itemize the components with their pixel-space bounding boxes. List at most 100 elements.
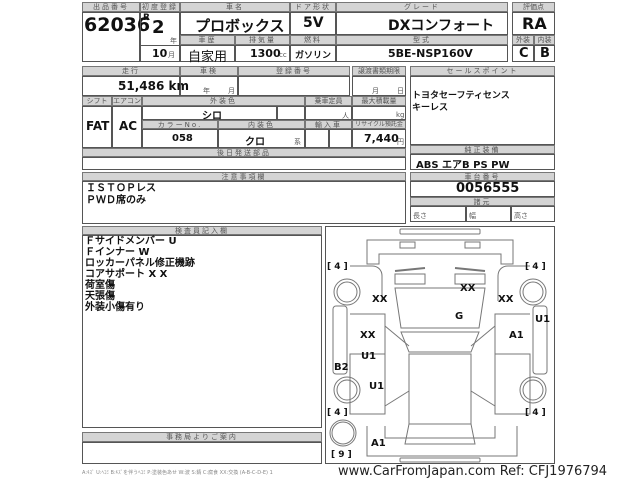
ext-color: シロ [202,111,222,122]
damage-mark: XX [498,294,514,305]
reg-month: 10 [152,47,168,60]
length-label: 長さ [413,212,427,220]
inspection-cell [180,76,238,96]
inspector-line: 天張傷 [85,291,115,302]
ac-header: エアコン [112,96,142,106]
tire-depth-rr: [ 4 ] [525,408,546,418]
inspector-line: 外装小傷有り [85,302,145,313]
recycle-fee: 7,440 [364,132,399,145]
damage-mark: U1 [535,314,551,325]
model: 5BE-NSP160V [388,47,473,60]
office-header: 事務局よりご案内 [82,432,322,442]
tire-depth-spare: [ 9 ] [331,450,352,460]
spec-header: 諸元 [410,197,555,206]
ac-cell [112,106,142,148]
import-cell-1 [305,129,329,148]
length-cell [410,206,466,222]
fuel-header: 燃料 [290,35,336,45]
cc-unit: cc [279,51,287,59]
ext-color-extra [277,106,305,120]
fuel-cell [290,45,336,62]
recycle-unit: 円 [397,138,404,146]
score-box [512,12,555,35]
displacement: 1300 [250,47,281,60]
color-no-cell [142,129,218,148]
interior-header: 内装 [534,35,555,45]
door: 5V [303,15,324,31]
chassis-header: 車台番号 [410,172,555,181]
notes-box [82,181,406,224]
capacity-cell [305,106,352,120]
mileage-header: 走行 [82,66,180,76]
month-unit: 月 [168,51,175,59]
damage-mark: A1 [371,438,386,449]
grade-box [336,12,508,35]
capacity-header: 乗車定員 [305,96,352,106]
damage-legend: A:ｷｽﾞ U:ﾍｺﾐ B:ｷｽﾞを伴うﾍｺﾐ P:塗装色あせ W:波 S:錆 … [82,470,273,476]
spare-tire [329,419,357,447]
door-box [290,12,336,35]
exterior-cell [512,45,534,62]
watermark: www.CarFromJapan.com Ref: CFJ1976794 [338,464,608,479]
tire-depth-fr: [ 4 ] [525,262,546,272]
displacement-header: 排気量 [235,35,290,45]
door-header: ドア形状 [290,2,336,12]
inspector-line: 荷室傷 [85,280,115,291]
grade: DXコンフォート [388,18,494,34]
car-diagram-svg [329,228,548,463]
int-color-unit: 系 [294,138,301,146]
import-header: 輸入車 [305,120,352,129]
equipment: ABS エアB PS PW [416,160,510,171]
first-reg-header: 初度登録 [140,2,180,12]
tire-depth-rl: [ 4 ] [327,408,348,418]
width-label: 幅 [469,212,476,220]
inspection-month-unit: 月 [228,87,235,95]
import-cell-2 [329,129,352,148]
sales-point-line: トヨタセーフティセンス [412,91,510,101]
inspector-line: Ｆサイドメンバー U [85,236,177,247]
later-parts-header: 後日発送部品 [82,148,406,157]
damage-mark: U1 [369,381,385,392]
damage-mark: G [455,311,464,322]
sales-point-box [410,76,555,145]
mileage: 51,486 km [118,79,189,93]
inspector-line: コアサポート X X [85,269,168,280]
interior-grade: B [540,46,550,61]
inspector-line: ロッカーパネル修正機跡 [85,258,195,269]
model-cell [336,45,508,62]
tire-rr [519,376,547,404]
score-header: 評価点 [512,2,555,12]
diagram-labels: [ 4 ] [ 4 ] [ 4 ] [ 4 ] [ 9 ] XX XX XX G… [325,226,555,464]
inspection-year-unit: 年 [203,87,210,95]
inspection-header: 車検 [180,66,238,76]
month-cell [140,45,180,62]
width-cell [466,206,511,222]
color-no-header: カラーNo. [142,120,218,129]
damage-mark: A1 [509,330,524,341]
note-line: ＩＳＴＯＰレス [86,183,156,194]
chassis-box [410,181,555,197]
left-rocker [332,305,348,375]
model-header: 型式 [336,35,508,45]
equipment-box [410,154,555,170]
damage-mark: U1 [361,351,377,362]
inspector-header: 検査員記入欄 [82,226,322,235]
transfer-cell [352,76,406,96]
tire-depth-fl: [ 4 ] [327,262,348,272]
shift-cell [82,106,112,148]
transfer-month-unit: 月 [372,87,379,95]
year-unit: 年 [170,37,177,45]
lot-no: 62036 [84,14,151,36]
inspector-notes: Ｆサイドメンバー U Ｆインナー W ロッカーパネル修正機跡 コアサポート X … [85,236,195,313]
max-load-header: 最大積載量 [352,96,406,106]
displacement-cell [235,45,290,62]
reg-no-header: 登録番号 [238,66,350,76]
grade-header: グレード [336,2,508,12]
note-line: ＰＷＤ席のみ [86,195,146,206]
chassis-number: 0056555 [456,181,520,196]
recycle-header: リサイクル預託金 [352,120,406,129]
front-bumper-strip [399,228,481,235]
rear-bumper [366,426,518,457]
reg-year: 2 [152,17,165,38]
history-cell [180,45,235,62]
